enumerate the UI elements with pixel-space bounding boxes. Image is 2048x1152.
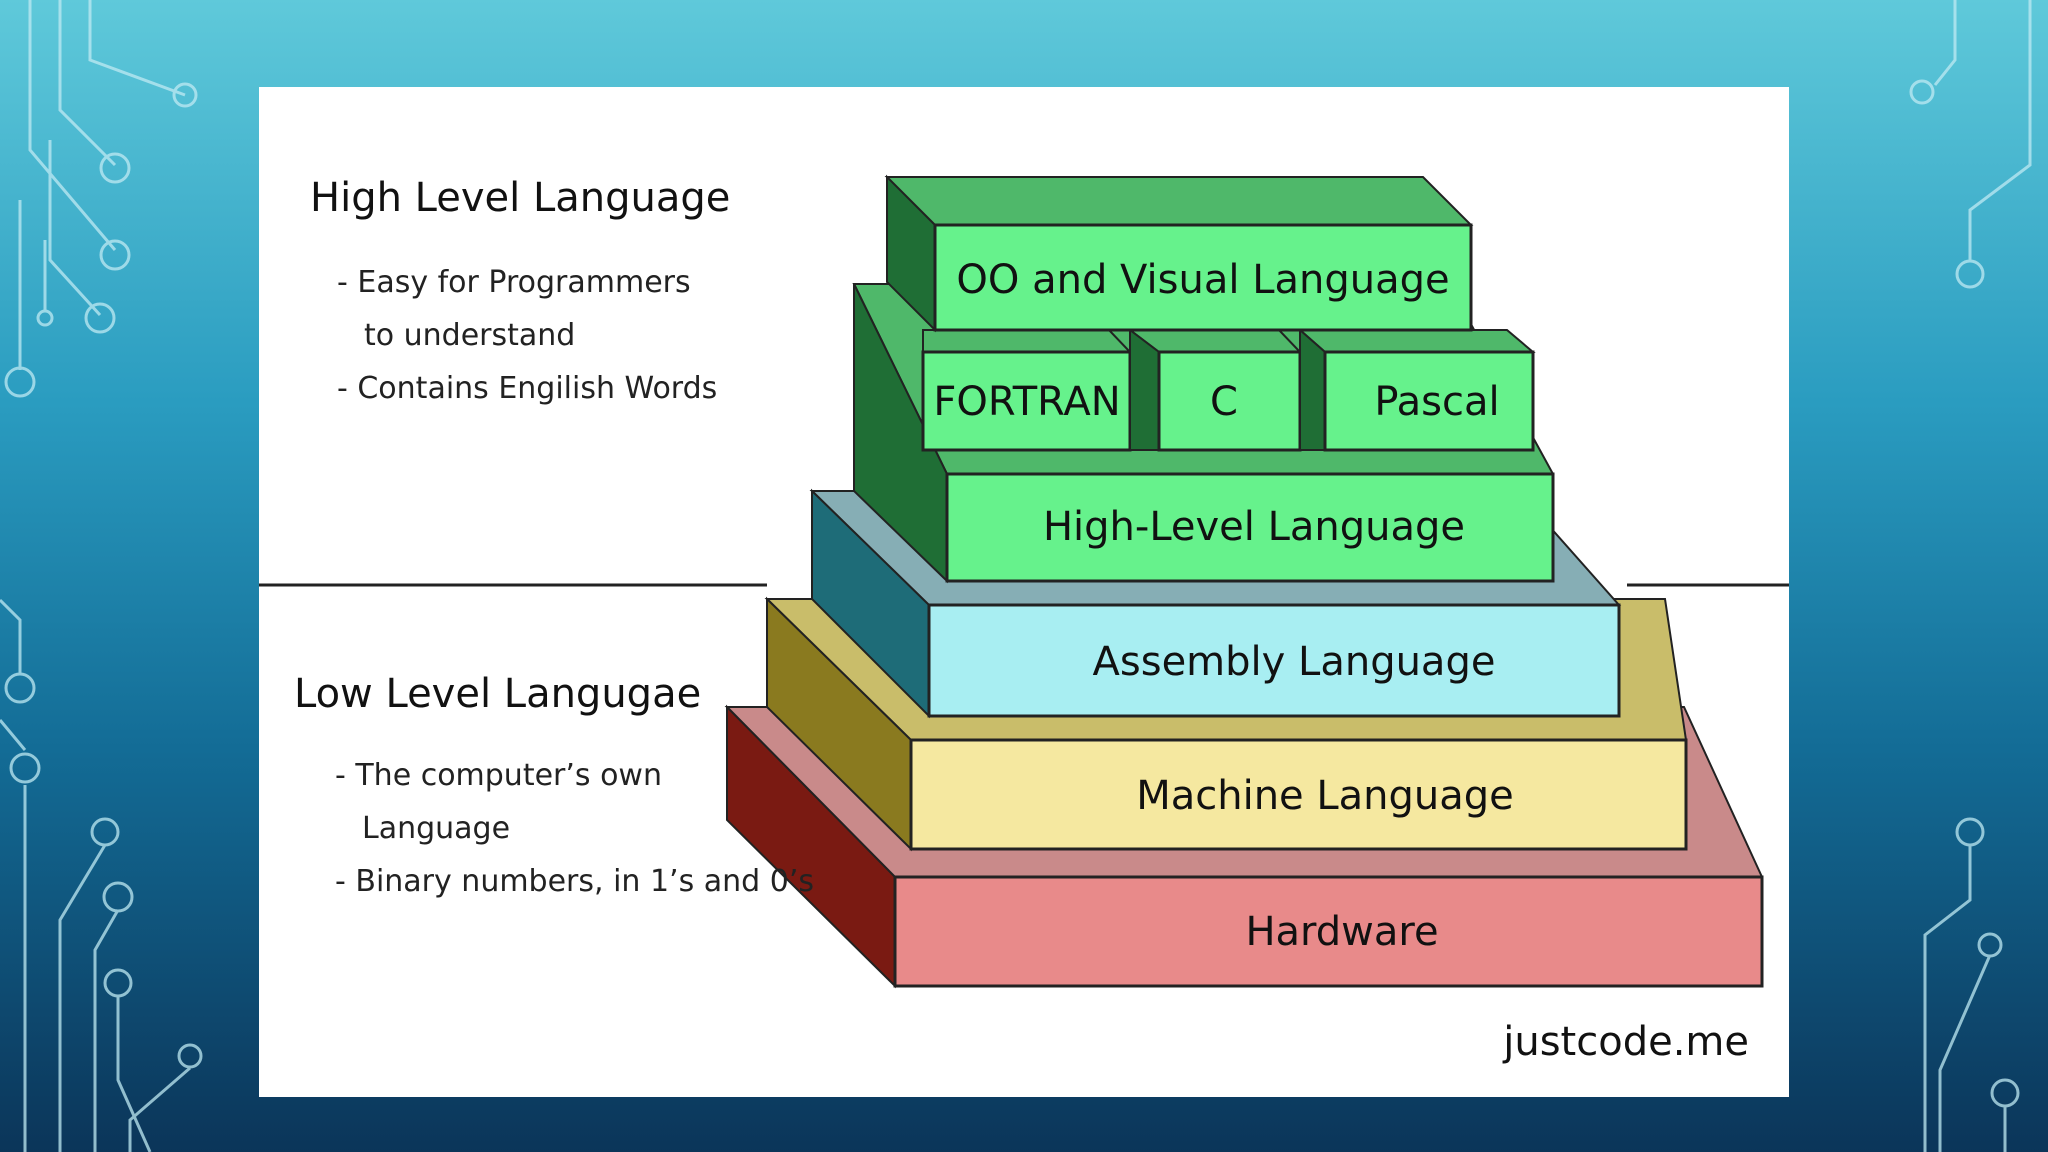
assembly-label: Assembly Language [1093, 639, 1496, 685]
oo-visual-label: OO and Visual Language [956, 257, 1449, 303]
high-level-label: High-Level Language [1043, 504, 1465, 550]
c-block: C [1127, 327, 1303, 452]
high-level-bullet-3: - Contains Engilish Words [337, 371, 718, 406]
machine-label: Machine Language [1136, 773, 1514, 819]
low-level-heading: Low Level Langugae [294, 671, 702, 717]
high-level-bullet-2: to understand [364, 318, 576, 353]
oo-visual-block: OO and Visual Language [884, 174, 1474, 333]
diagram-card: Hardware Machine Language Assembly Langu… [259, 87, 1789, 1097]
high-level-bullet-1: - Easy for Programmers [337, 265, 691, 300]
fortran-block: FORTRAN [921, 329, 1133, 452]
pascal-block: Pascal [1297, 327, 1536, 452]
source-watermark: justcode.me [1503, 1019, 1749, 1065]
c-label: C [1210, 379, 1238, 425]
pascal-label: Pascal [1374, 379, 1499, 425]
low-level-bullet-3: - Binary numbers, in 1’s and 0’s [335, 864, 814, 899]
low-level-bullet-2: Language [362, 811, 511, 846]
fortran-label: FORTRAN [933, 379, 1120, 425]
hardware-label: Hardware [1245, 909, 1438, 955]
language-pyramid: Hardware Machine Language Assembly Langu… [259, 174, 1789, 989]
high-level-heading: High Level Language [310, 175, 731, 221]
low-level-bullet-1: - The computer’s own [335, 758, 662, 793]
